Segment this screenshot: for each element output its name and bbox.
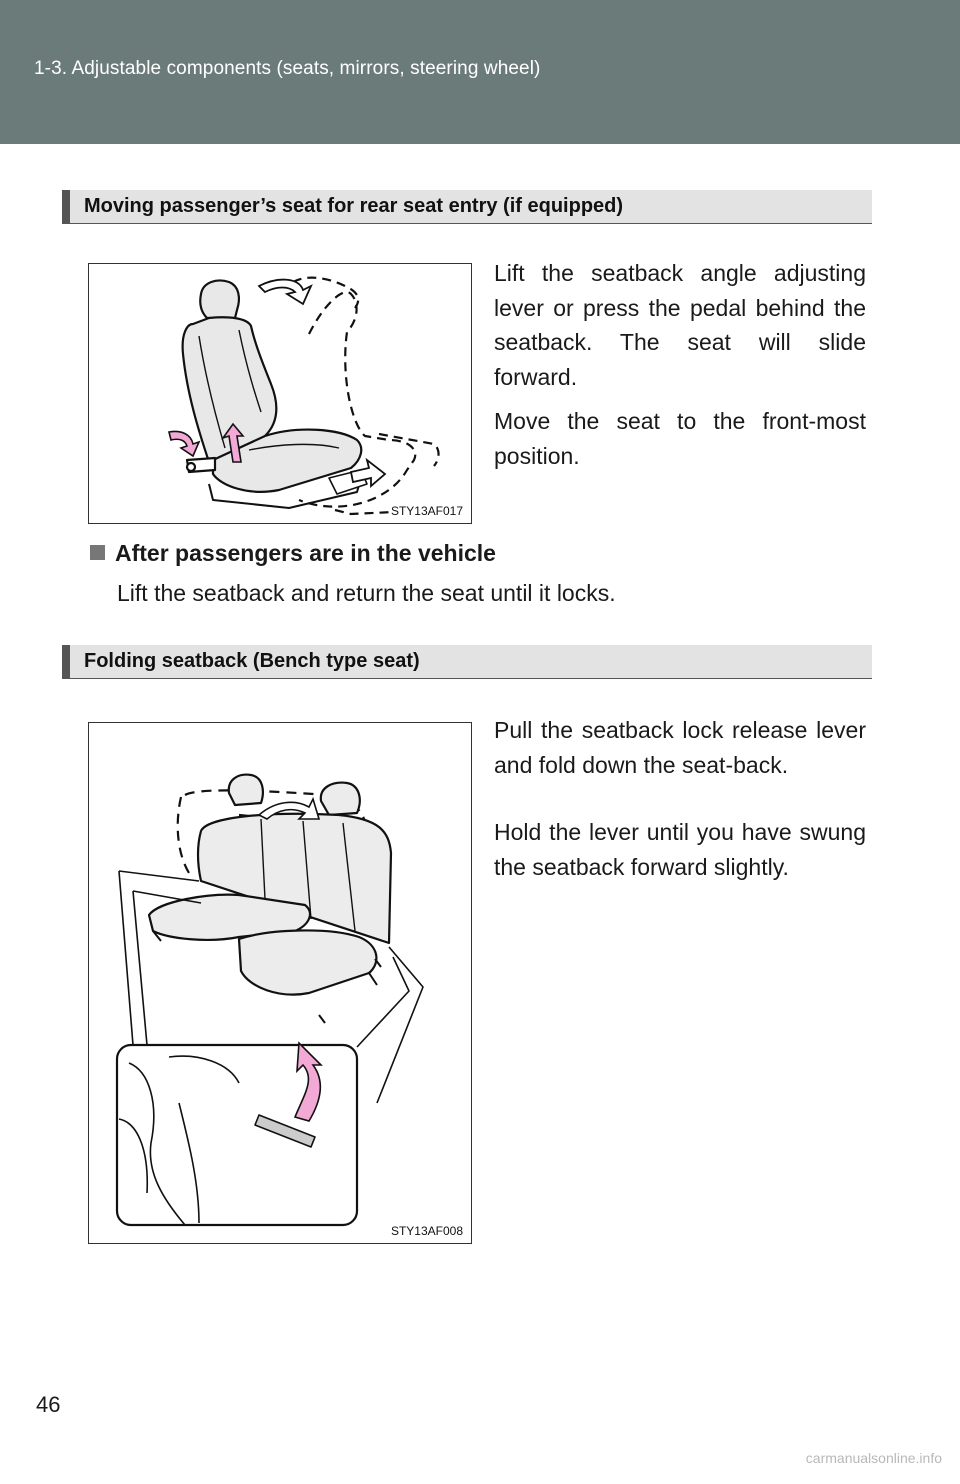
section-heading-rear-seat-entry: Moving passenger’s seat for rear seat en… bbox=[62, 190, 872, 224]
page-header: 1-3. Adjustable components (seats, mirro… bbox=[0, 0, 960, 144]
figure-bench-seat: STY13AF008 bbox=[88, 722, 472, 1244]
square-bullet-icon bbox=[90, 545, 105, 560]
instruction-paragraph: Pull the seatback lock release lever and… bbox=[494, 717, 866, 778]
figure-code: STY13AF008 bbox=[390, 1224, 463, 1238]
section-title: Moving passenger’s seat for rear seat en… bbox=[84, 195, 624, 217]
sub-heading-text: After passengers are in the vehicle bbox=[115, 540, 496, 566]
section-title: Folding seatback (Bench type seat) bbox=[84, 650, 420, 672]
watermark: carmanualsonline.info bbox=[805, 1450, 942, 1466]
sub-body-text: Lift the seatback and return the seat un… bbox=[117, 580, 616, 606]
sub-heading: After passengers are in the vehicle bbox=[90, 540, 496, 567]
header-title: 1-3. Adjustable components (seats, mirro… bbox=[34, 58, 541, 79]
figure-front-seat: STY13AF017 bbox=[88, 263, 472, 524]
section-heading-folding-seatback: Folding seatback (Bench type seat) bbox=[62, 645, 872, 679]
bench-seat-illustration bbox=[115, 773, 424, 1227]
figure-code: STY13AF017 bbox=[390, 504, 463, 518]
instruction-paragraph: Hold the lever until you have swung the … bbox=[494, 819, 866, 880]
instruction-paragraph: Lift the seatback angle adjusting lever … bbox=[494, 260, 866, 390]
section-marker bbox=[62, 190, 70, 223]
front-seat-illustration bbox=[168, 276, 440, 516]
section-marker bbox=[62, 645, 70, 678]
instruction-paragraph: Move the seat to the front-most position… bbox=[494, 408, 866, 469]
page-number: 46 bbox=[36, 1392, 61, 1417]
